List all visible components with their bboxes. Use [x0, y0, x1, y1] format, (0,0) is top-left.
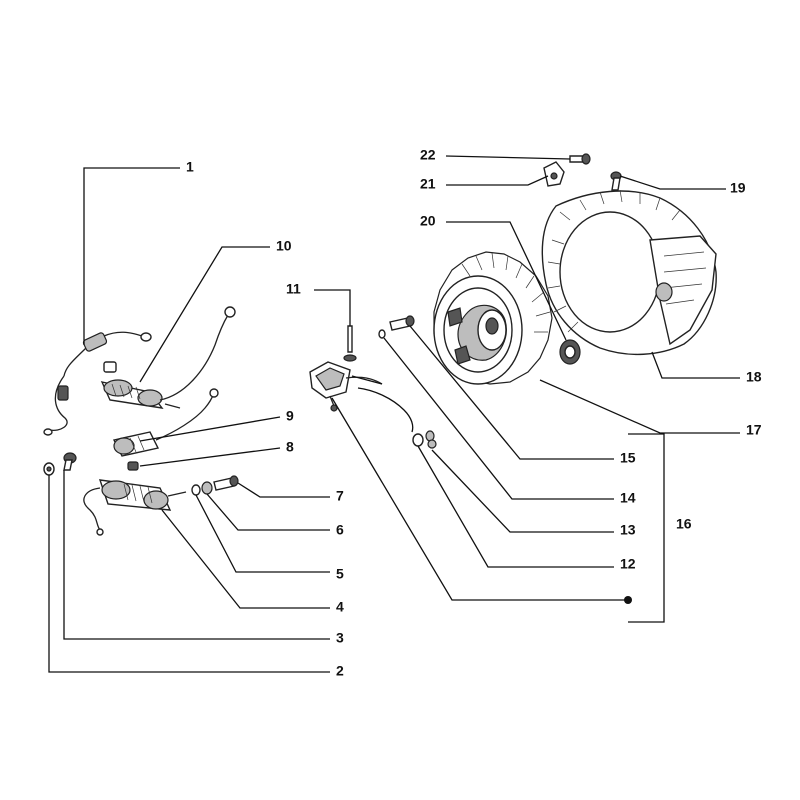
- callout-10: 10: [276, 238, 292, 254]
- part-15-bolt: [389, 315, 415, 331]
- part-12-washer: [412, 433, 424, 447]
- callout-9: 9: [286, 408, 294, 424]
- part-22-screw: [569, 153, 591, 165]
- part-6-nut: [201, 481, 213, 495]
- callout-12: 12: [620, 556, 636, 572]
- callout-2: 2: [336, 663, 344, 679]
- callout-22: 22: [420, 147, 436, 163]
- part-1-cable-harness: [43, 331, 152, 436]
- part-17-flywheel: [433, 251, 553, 385]
- part-3-screw: [63, 452, 77, 471]
- part-10-ignition-coil: [100, 306, 236, 409]
- callout-6: 6: [336, 522, 344, 538]
- callout-8: 8: [286, 439, 294, 455]
- part-5-washer: [191, 484, 201, 496]
- callout-4: 4: [336, 599, 344, 615]
- callout-13: 13: [620, 522, 636, 538]
- callout-1: 1: [186, 159, 194, 175]
- callout-18: 18: [746, 369, 762, 385]
- part-2-washer: [43, 462, 55, 476]
- callout-5: 5: [336, 566, 344, 582]
- callout-11: 11: [286, 281, 301, 297]
- callout-17: 17: [746, 422, 762, 438]
- part-8-clip: [127, 461, 139, 471]
- part-20-grommet: [559, 339, 581, 365]
- callout-3: 3: [336, 630, 344, 646]
- callout-14: 14: [620, 490, 636, 506]
- part-11-pin: [343, 325, 357, 362]
- callout-7: 7: [336, 488, 344, 504]
- leader-dot: [624, 596, 632, 604]
- part-7-screw: [213, 475, 239, 491]
- part-14-washer: [378, 329, 386, 339]
- callout-19: 19: [730, 180, 746, 196]
- part-4-stator-coil: [83, 479, 187, 536]
- callout-15: 15: [620, 450, 636, 466]
- part-16-trigger-module: [309, 361, 383, 412]
- callout-21: 21: [420, 176, 436, 192]
- part-9-pickup-coil: [112, 388, 219, 457]
- callout-20: 20: [420, 213, 436, 229]
- part-18-fan-shroud: [541, 189, 717, 356]
- part-21-bracket: [543, 161, 565, 187]
- part-13-nut: [425, 430, 437, 449]
- callout-labels: 1 2 3 4 5 6 7 8 9 10 11 12 13 14 15 16 1…: [186, 147, 762, 679]
- part-19-screw: [610, 171, 622, 191]
- callout-16: 16: [676, 516, 692, 532]
- leader-lines: [48, 155, 740, 673]
